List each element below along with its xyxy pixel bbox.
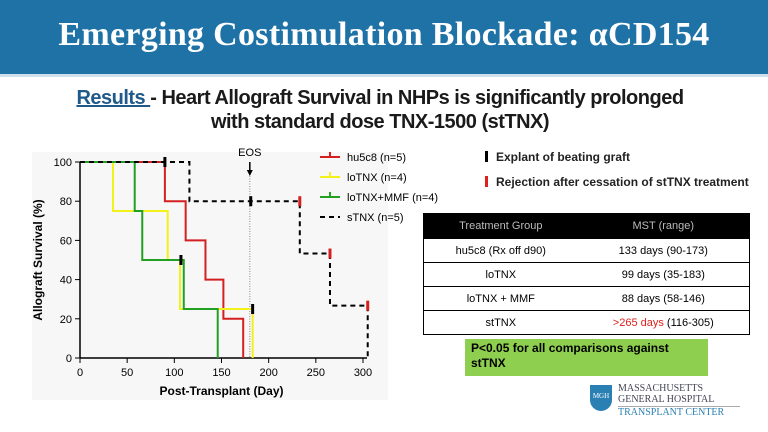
cell-group: hu5c8 (Rx off d90) [423,238,578,263]
mst-value: 99 days (35-183) [621,268,705,281]
black-tick-icon [485,151,488,162]
subtitle-line1: - Heart Allograft Survival in NHPs is si… [150,87,684,109]
cell-mst: 99 days (35-183) [577,262,750,287]
header-group: Treatment Group [423,213,578,239]
cell-group: loTNX [423,262,578,287]
legend-label-0: hu5c8 (n=5) [347,152,406,164]
y-tick-label: 0 [66,353,72,365]
legend-explant-label: Explant of beating graft [496,150,631,164]
mst-value: (116-305) [663,316,714,329]
y-tick-label: 100 [54,157,72,169]
mst-value: 88 days (58-146) [621,292,705,305]
series-line-0 [80,161,245,358]
red-tick-icon [485,176,488,187]
x-tick-label: 0 [77,367,83,379]
x-tick-label: 250 [307,367,325,379]
legend-label-2: loTNX+MMF (n=4) [347,192,438,204]
cell-group: loTNX + MMF [423,286,578,311]
subtitle-line2: with standard dose TNX-1500 (stTNX) [210,111,550,133]
y-tick-label: 40 [60,275,72,287]
header-mst: MST (range) [577,213,750,239]
y-tick-label: 60 [60,235,72,247]
series-line-2 [80,161,219,358]
pvalue-box: P<0.05 for all comparisons against stTNX [465,339,708,376]
cell-mst: 133 days (90-173) [577,238,750,263]
legend-rejection: Rejection after cessation of stTNX treat… [485,175,749,189]
eos-label: EOS [238,147,261,159]
table-row: stTNX>265 days (116-305) [423,310,750,335]
y-axis-label: Allograft Survival (%) [31,199,45,320]
legend-rejection-label: Rejection after cessation of stTNX treat… [496,175,749,189]
title-banner [0,0,768,77]
eos-arrowhead-icon [246,170,253,176]
x-tick-label: 150 [212,367,230,379]
slide-subtitle: Results - Heart Allograft Survival in NH… [30,86,730,134]
y-tick-label: 80 [60,196,72,208]
table-row: loTNX + MMF 88 days (58-146) [423,286,750,311]
logo-line1: MASSACHUSETTS [618,383,704,394]
legend-label-3: sTNX (n=5) [347,212,404,224]
mgh-shield-icon: MGH [590,385,612,411]
x-tick-label: 50 [121,367,133,379]
cell-mst: 88 days (58-146) [577,286,750,311]
legend-explant: Explant of beating graft [485,150,630,164]
logo-line2: GENERAL HOSPITAL [618,394,715,405]
x-tick-label: 200 [259,367,277,379]
legend-label-1: loTNX (n=4) [347,172,407,184]
table-row: hu5c8 (Rx off d90) 133 days (90-173) [423,238,750,263]
cell-mst: >265 days (116-305) [577,310,750,335]
table-row: loTNX 99 days (35-183) [423,262,750,287]
x-axis-label: Post-Transplant (Day) [159,384,283,398]
cell-group: stTNX [423,310,578,335]
logo-line3: TRANSPLANT CENTER [618,406,740,418]
mst-highlight: >265 days [612,316,664,329]
mst-value: 133 days (90-173) [618,244,708,257]
x-tick-label: 300 [354,367,372,379]
series-line-3 [80,161,369,358]
x-tick-label: 100 [165,367,183,379]
slide-title: Emerging Costimulation Blockade: αCD154 [58,16,710,53]
y-tick-label: 20 [60,314,72,326]
results-label: Results [76,87,151,109]
